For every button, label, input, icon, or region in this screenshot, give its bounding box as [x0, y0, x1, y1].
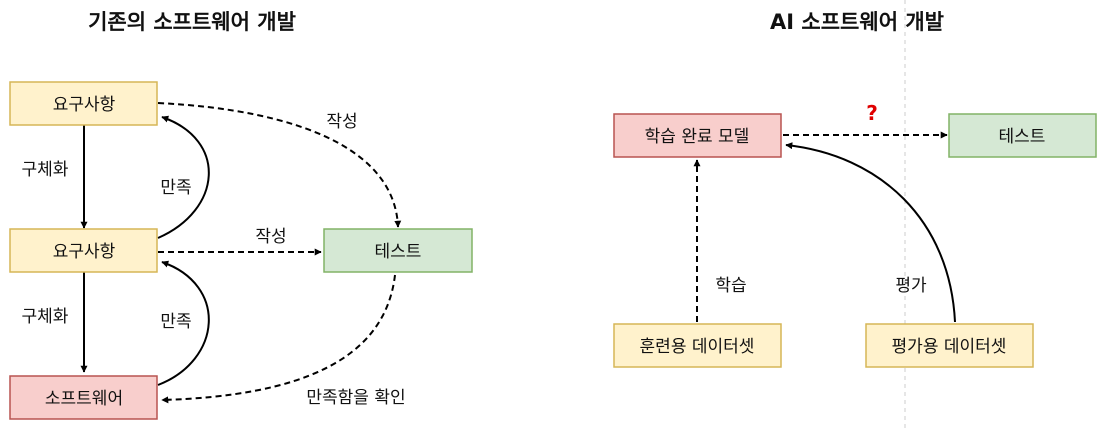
- node-software: 소프트웨어: [9, 375, 158, 420]
- label-write-1: 작성: [326, 112, 357, 132]
- node-software-label: 소프트웨어: [45, 389, 123, 409]
- edge-satisfy-2: [157, 260, 210, 386]
- node-test-left-label: 테스트: [375, 242, 422, 262]
- node-eval-data-label: 평가용 데이터셋: [892, 337, 1007, 357]
- node-requirement-top: 요구사항: [9, 81, 158, 126]
- label-evaluate: 평가: [895, 276, 927, 296]
- edge-evaluate: [785, 142, 956, 323]
- label-concretize-2: 구체화: [22, 307, 69, 327]
- node-requirement-mid-label: 요구사항: [53, 242, 116, 262]
- node-trained-model-label: 학습 완료 모델: [645, 127, 750, 147]
- edge-write-1: [157, 102, 402, 228]
- right-title: AI 소프트웨어 개발: [770, 10, 944, 34]
- label-satisfy-1: 만족: [160, 178, 191, 198]
- label-learn: 학습: [715, 276, 746, 296]
- node-requirement-top-label: 요구사항: [53, 95, 116, 115]
- node-trained-model: 학습 완료 모델: [613, 113, 782, 158]
- edge-confirm: [161, 274, 396, 404]
- node-test-right: 테스트: [948, 113, 1097, 158]
- node-requirement-mid: 요구사항: [9, 228, 158, 273]
- node-train-data-label: 훈련용 데이터셋: [640, 337, 755, 357]
- left-title: 기존의 소프트웨어 개발: [88, 10, 296, 34]
- label-write-2: 작성: [255, 227, 286, 247]
- label-satisfy-2: 만족: [160, 312, 191, 332]
- node-train-data: 훈련용 데이터셋: [613, 323, 782, 368]
- label-unknown: ?: [866, 101, 878, 125]
- label-concretize-1: 구체화: [22, 160, 69, 180]
- node-eval-data: 평가용 데이터셋: [865, 323, 1034, 368]
- node-test-right-label: 테스트: [999, 127, 1046, 147]
- label-confirm: 만족함을 확인: [306, 388, 405, 408]
- node-test-left: 테스트: [323, 228, 473, 273]
- edge-satisfy-1: [157, 115, 210, 239]
